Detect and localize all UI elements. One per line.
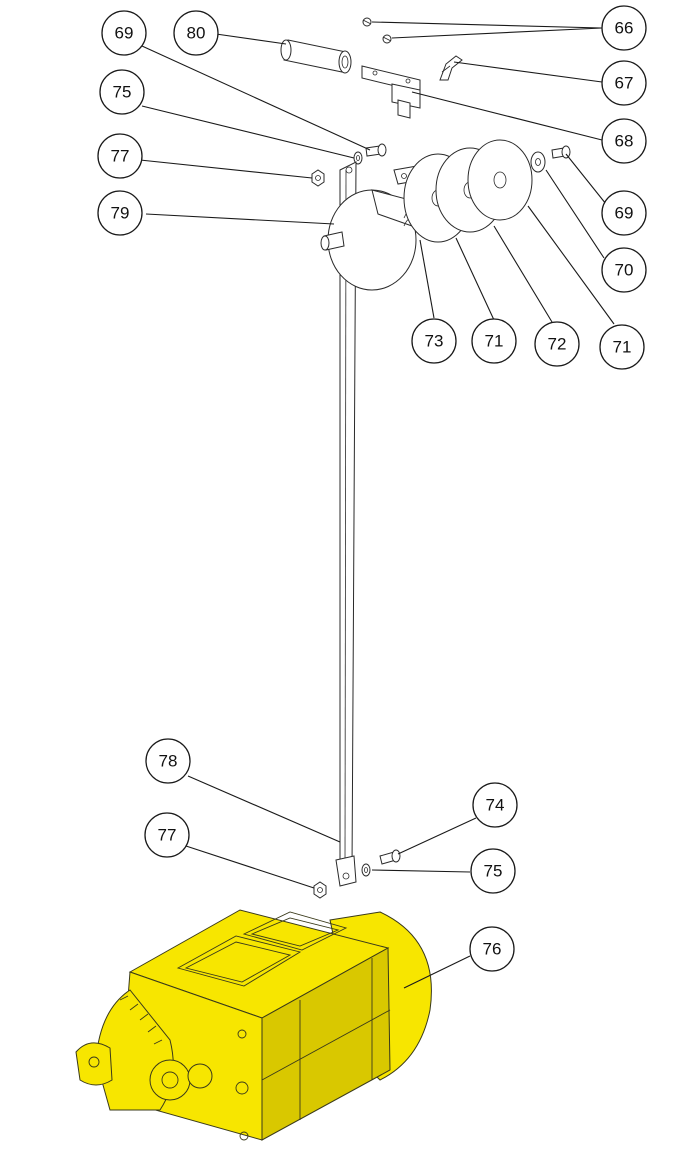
part-79-cam-disc [320,189,417,291]
svg-text:70: 70 [615,261,634,280]
callout-76: 76 [469,926,515,972]
callout-71-right: 71 [599,324,645,370]
callout-73: 73 [411,318,457,364]
svg-text:69: 69 [615,204,634,223]
part-68-bracket [361,65,421,119]
svg-text:74: 74 [486,796,505,815]
svg-text:67: 67 [615,74,634,93]
svg-text:78: 78 [159,752,178,771]
svg-text:71: 71 [613,338,632,357]
part-77-nut-bottom [313,881,327,899]
leader-lines [139,21,615,989]
callout-67: 67 [601,60,647,106]
callout-69-right: 69 [601,190,647,236]
part-69-screw-right [551,145,571,159]
part-75-washer-bottom [361,863,371,877]
part-77-nut-top [311,169,325,187]
part-71-disc-right [467,139,533,221]
svg-text:76: 76 [483,940,502,959]
part-80-pin [280,39,352,74]
svg-text:73: 73 [425,332,444,351]
callout-69-top-left: 69 [101,10,147,56]
callout-68: 68 [601,118,647,164]
callout-75-bottom: 75 [470,848,516,894]
callout-79: 79 [97,190,143,236]
part-66-screws [362,17,392,44]
svg-text:80: 80 [187,24,206,43]
callout-77-bottom: 77 [144,812,190,858]
part-70-washer [530,151,546,173]
svg-text:71: 71 [485,332,504,351]
part-69-screw-left [365,143,387,157]
callout-80: 80 [173,10,219,56]
callout-70: 70 [601,247,647,293]
svg-text:72: 72 [548,335,567,354]
part-76-actuator-highlighted [75,909,432,1141]
callout-72: 72 [534,321,580,367]
svg-text:68: 68 [615,132,634,151]
callout-66: 66 [601,5,647,51]
callout-78: 78 [145,738,191,784]
svg-text:77: 77 [111,147,130,166]
callout-71-left: 71 [471,318,517,364]
callout-75-top: 75 [99,69,145,115]
part-75-washer-top [353,151,363,165]
part-74-screw [379,849,401,865]
svg-text:75: 75 [113,83,132,102]
svg-text:66: 66 [615,19,634,38]
callout-74: 74 [472,782,518,828]
svg-text:75: 75 [484,862,503,881]
part-67-clip [439,55,463,81]
svg-text:77: 77 [158,826,177,845]
callout-77-top: 77 [97,133,143,179]
svg-text:79: 79 [111,204,130,223]
part-78-rod [335,161,357,887]
svg-text:69: 69 [115,24,134,43]
